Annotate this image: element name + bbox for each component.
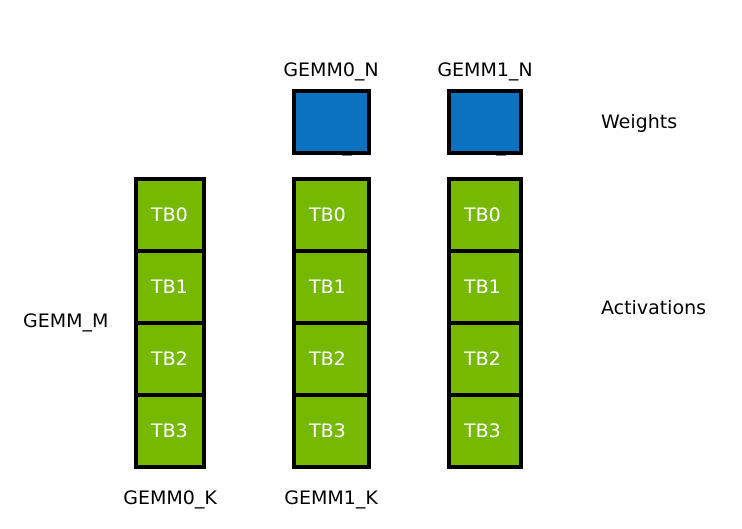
gemm-m-label: GEMM_M: [23, 310, 109, 332]
activation-column-1: TB0 TB1 TB2 TB3: [292, 177, 371, 469]
activation-cell-label: TB2: [151, 348, 188, 370]
activations-label: Activations: [601, 297, 707, 319]
activation-cell-label: TB3: [309, 420, 346, 442]
gemm0-n-header-line1: GEMM0_N: [283, 59, 379, 81]
activation-cell-label: TB1: [151, 276, 188, 298]
gemm1-weight-block: [447, 89, 523, 155]
activation-cell: TB0: [296, 181, 367, 253]
activation-cell-label: TB2: [464, 348, 501, 370]
activation-cell-label: TB0: [464, 204, 501, 226]
activation-cell-label: TB1: [309, 276, 346, 298]
activation-cell-label: TB0: [309, 204, 346, 226]
activation-cell: TB1: [451, 253, 519, 325]
activation-cell: TB2: [451, 325, 519, 397]
activation-cell: TB0: [138, 181, 202, 253]
gemm1-k-label: GEMM1_K: [284, 487, 378, 509]
activation-cell: TB1: [138, 253, 202, 325]
activation-cell-label: TB3: [151, 420, 188, 442]
activation-cell-label: TB2: [309, 348, 346, 370]
activation-cell-label: TB0: [151, 204, 188, 226]
activation-cell: TB2: [138, 325, 202, 397]
activation-cell: TB2: [296, 325, 367, 397]
gemm0-k-label: GEMM0_K: [123, 487, 217, 509]
activation-cell-label: TB1: [464, 276, 501, 298]
activation-cell-label: TB3: [464, 420, 501, 442]
activation-cell: TB3: [296, 397, 367, 465]
activation-column-2: TB0 TB1 TB2 TB3: [447, 177, 523, 469]
activation-cell: TB3: [451, 397, 519, 465]
activation-cell: TB0: [451, 181, 519, 253]
activation-column-0: TB0 TB1 TB2 TB3: [134, 177, 206, 469]
activation-cell: TB3: [138, 397, 202, 465]
gemm1-n-header-line1: GEMM1_N: [437, 59, 533, 81]
weights-label: Weights: [601, 111, 678, 133]
activation-cell: TB1: [296, 253, 367, 325]
gemm0-weight-block: [292, 89, 371, 155]
